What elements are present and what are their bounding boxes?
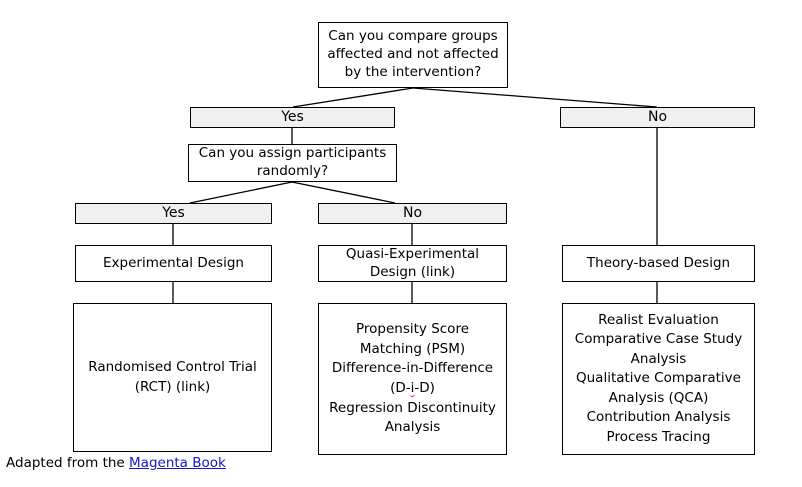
root-question-box: Can you compare groups affected and not … [318, 22, 508, 88]
answer-yes-level2[interactable]: Yes [75, 203, 272, 224]
answer-yes-level2-label: Yes [162, 205, 185, 222]
methods-experimental-text: Randomised Control Trial (RCT) (link) [88, 358, 257, 395]
methods-quasi-line-4-misspelled-token: i [410, 380, 415, 396]
answer-no-level1[interactable]: No [560, 107, 755, 128]
methods-quasi-line-5: Regression Discontinuity [329, 399, 496, 416]
design-experimental-label: Experimental Design [103, 254, 244, 271]
root-question-text: Can you compare groups affected and not … [327, 28, 499, 80]
methods-quasi-line-6: Analysis [384, 419, 441, 436]
methods-quasi-line-4-suffix: -D) [414, 380, 435, 396]
methods-quasi-line-4-prefix: (D- [390, 380, 411, 396]
methods-quasi-line-3: Difference-in-Difference [331, 360, 494, 377]
second-question-box: Can you assign participants randomly? [188, 144, 397, 182]
design-box-quasi-experimental[interactable]: Quasi-Experimental Design (link) [318, 245, 507, 282]
answer-yes-level1[interactable]: Yes [190, 107, 395, 128]
edge-question2-to-yes2 [189, 181, 293, 204]
answer-no-level2-label: No [402, 205, 423, 222]
magenta-book-link[interactable]: Magenta Book [129, 455, 226, 471]
edge-root-to-no [412, 87, 658, 108]
design-box-theory-based: Theory-based Design [562, 245, 755, 282]
design-box-experimental: Experimental Design [75, 245, 272, 282]
second-question-text: Can you assign participants randomly? [198, 145, 387, 179]
methods-quasi-line-1: Propensity Score [355, 321, 470, 338]
edge-root-to-yes [292, 87, 414, 108]
answer-no-level1-label: No [647, 109, 668, 126]
source-caption: Adapted from the Magenta Book [6, 455, 226, 473]
answer-yes-level1-label: Yes [281, 109, 304, 126]
caption-prefix-text: Adapted from the [6, 455, 130, 471]
methods-box-theory-based: Realist Evaluation Comparative Case Stud… [562, 303, 755, 455]
edge-question2-to-no2 [291, 181, 396, 204]
methods-quasi-line-2: Matching (PSM) [359, 340, 466, 357]
answer-no-level2[interactable]: No [318, 203, 507, 224]
methods-box-experimental[interactable]: Randomised Control Trial (RCT) (link) [73, 303, 272, 452]
design-quasi-experimental-label: Quasi-Experimental Design (link) [345, 245, 480, 280]
methods-theory-based-text: Realist Evaluation Comparative Case Stud… [574, 311, 743, 445]
design-theory-based-label: Theory-based Design [586, 254, 731, 271]
